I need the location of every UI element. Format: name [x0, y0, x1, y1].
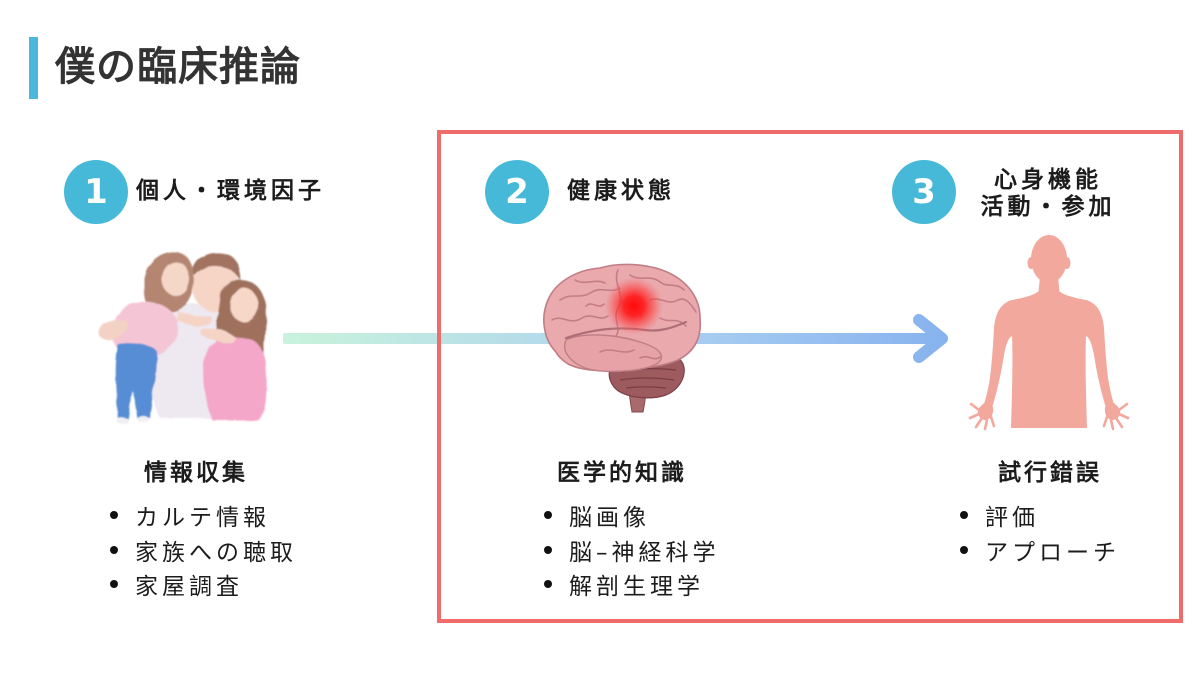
- left-child-shirt: [111, 301, 179, 356]
- left-child-shoe: [117, 417, 129, 425]
- left-child-face: [162, 262, 190, 296]
- list-item: 解剖生理学: [544, 567, 720, 602]
- right-child-shirt: [203, 337, 267, 420]
- list-item-text: 解剖生理学: [569, 574, 704, 601]
- list-item: 評価: [960, 498, 1120, 533]
- list-item: カルテ情報: [110, 498, 297, 533]
- right-child-hair: [216, 279, 267, 374]
- bullet-dot: [544, 545, 552, 554]
- left-child-shoe: [138, 416, 150, 424]
- step-heading: 試行錯誤: [998, 460, 1102, 486]
- step-number-badge: 2: [485, 160, 549, 224]
- father-shirt: [148, 304, 231, 418]
- family-illustration: [98, 251, 267, 425]
- list-item-text: 家族への聴取: [135, 539, 297, 566]
- title-accent-bar: [29, 37, 38, 99]
- bullet-list: 評価 アプローチ: [960, 498, 1120, 567]
- highlight-frame: [437, 130, 1183, 623]
- step-heading: 情報収集: [144, 460, 248, 486]
- left-child-arm: [176, 312, 213, 326]
- step-label: 個人・環境因子: [136, 178, 325, 205]
- right-child-face: [230, 288, 258, 322]
- step-label: 心身機能 活動・参加: [968, 167, 1128, 221]
- list-item-text: 脳–神経科学: [569, 539, 720, 566]
- list-item: 家屋調査: [110, 567, 297, 602]
- bullet-dot: [110, 580, 118, 589]
- step-number: 2: [505, 172, 529, 212]
- list-item: 脳画像: [544, 498, 720, 533]
- bullet-dot: [960, 511, 968, 520]
- bullet-dot: [544, 511, 552, 520]
- father-head: [192, 256, 238, 312]
- step-heading: 医学的知識: [557, 460, 687, 486]
- step-label-line: 個人・環境因子: [136, 178, 325, 204]
- list-item-text: 脳画像: [569, 505, 650, 532]
- bullet-list: 脳画像 脳–神経科学 解剖生理学: [544, 498, 720, 602]
- list-item: 家族への聴取: [110, 533, 297, 568]
- step-label-line: 健康状態: [567, 178, 675, 204]
- bullet-dot: [960, 545, 968, 554]
- step-number: 1: [84, 172, 108, 212]
- left-child-reaching-arm: [98, 320, 129, 341]
- bullet-dot: [110, 511, 118, 520]
- list-item-text: アプローチ: [985, 539, 1120, 566]
- left-child-hair: [143, 251, 195, 313]
- bullet-dot: [110, 545, 118, 554]
- step-label-line: 心身機能: [994, 167, 1102, 193]
- step-number: 3: [912, 172, 936, 212]
- bullet-dot: [544, 580, 552, 589]
- step-number-badge: 3: [892, 160, 956, 224]
- left-child-legs: [115, 343, 157, 420]
- list-item: アプローチ: [960, 533, 1120, 568]
- step-number-badge: 1: [64, 160, 128, 224]
- list-item-text: 家屋調査: [135, 574, 243, 601]
- right-child-arm: [200, 328, 236, 343]
- list-item-text: カルテ情報: [135, 505, 270, 532]
- father-hair: [191, 252, 241, 280]
- slide-title: 僕の臨床推論: [55, 44, 301, 90]
- step-label: 健康状態: [567, 178, 675, 205]
- step-label-line: 活動・参加: [980, 194, 1116, 220]
- list-item: 脳–神経科学: [544, 533, 720, 568]
- list-item-text: 評価: [985, 505, 1039, 532]
- bullet-list: カルテ情報 家族への聴取 家屋調査: [110, 498, 297, 602]
